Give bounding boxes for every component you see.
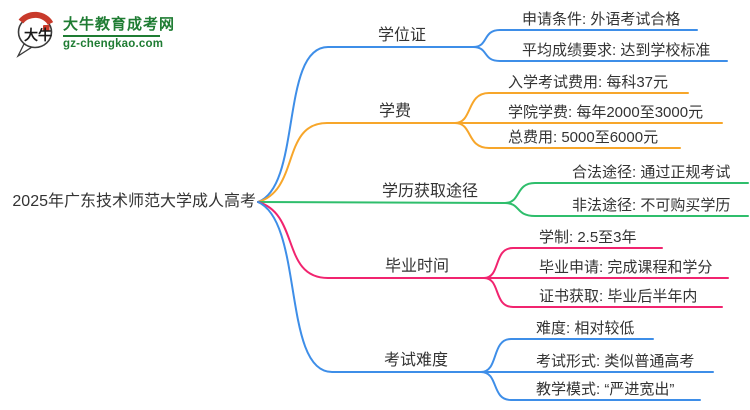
logo-site-name: 大牛教育成考网 [63, 16, 176, 33]
branch-label-difficulty: 考试难度 [383, 352, 448, 369]
leaf-node-exam-fee: 入学考试费用: 每科37元 [508, 74, 669, 91]
leaf-line-tuition-0 [454, 92, 689, 124]
branch-label-graduation: 毕业时间 [384, 258, 449, 275]
leaf-line-degree-cert-1 [472, 46, 728, 62]
leaf-node-certificate-get: 证书获取: 毕业后半年内 [539, 288, 698, 305]
logo-site-url: gz-chengkao.com [63, 38, 164, 50]
leaf-line-graduation-2 [483, 277, 723, 308]
branch-line-graduation [257, 201, 485, 279]
leaf-line-graduation-0 [483, 247, 663, 279]
branch-label-degree-cert: 学位证 [377, 27, 426, 44]
leaf-node-college-tuition: 学院学费: 每年2000至3000元 [508, 104, 704, 121]
branch-label-qualification: 学历获取途径 [381, 183, 478, 200]
central-topic: 2025年广东技术师范大学成人高考 [12, 193, 256, 210]
leaf-node-graduation-apply: 毕业申请: 完成课程和学分 [539, 259, 713, 276]
leaf-line-difficulty-2 [480, 371, 701, 401]
branch-line-difficulty [257, 201, 482, 373]
site-logo: 大牛 大牛教育成考网 gz-chengkao.com [13, 11, 175, 59]
leaf-node-teaching-mode: 教学模式: “严进宽出” [536, 381, 675, 398]
leaf-node-total-cost: 总费用: 5000至6000元 [508, 129, 659, 146]
leaf-node-exam-format: 考试形式: 类似普通高考 [536, 353, 695, 370]
leaf-node-study-duration: 学制: 2.5至3年 [539, 229, 637, 246]
bull-speech-bubble-icon: 大牛 [16, 11, 54, 58]
branch-line-qualification [257, 201, 506, 204]
logo-icon-text: 大牛 [24, 27, 52, 43]
logo-divider [63, 35, 160, 37]
branch-label-tuition: 学费 [378, 103, 411, 120]
leaf-node-legal-channel: 合法途径: 通过正规考试 [572, 164, 731, 181]
leaf-node-illegal-channel: 非法途径: 不可购买学历 [572, 197, 731, 214]
leaf-line-tuition-2 [454, 122, 681, 149]
leaf-node-difficulty-level: 难度: 相对较低 [536, 320, 635, 337]
leaf-line-difficulty-0 [480, 338, 654, 373]
leaf-line-qualification-1 [504, 202, 749, 217]
logo-text-block: 大牛教育成考网 gz-chengkao.com [63, 11, 175, 51]
leaf-node-average-grade: 平均成绩要求: 达到学校标准 [522, 42, 711, 59]
leaf-node-apply-condition: 申请条件: 外语考试合格 [522, 11, 681, 28]
logo-red-seal [43, 25, 50, 32]
leaf-line-qualification-0 [504, 182, 749, 204]
branch-line-tuition [257, 122, 456, 203]
logo-red-cap [18, 11, 54, 26]
branch-line-degree-cert [257, 46, 474, 203]
